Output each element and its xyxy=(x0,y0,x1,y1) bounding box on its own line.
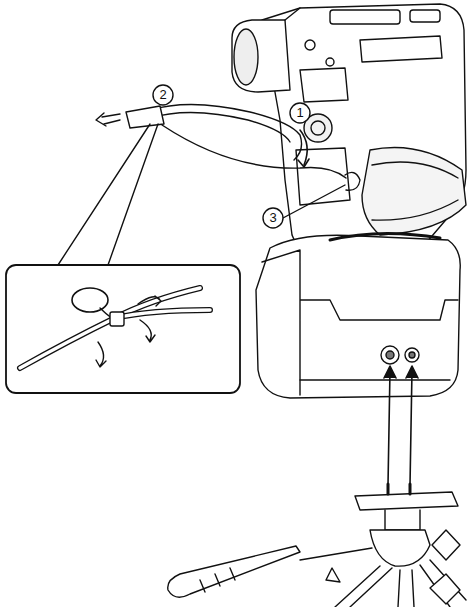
mount-arrows xyxy=(384,366,418,485)
callout-number: 1 xyxy=(290,103,310,123)
camcorder-top xyxy=(232,4,466,262)
callout-number: 3 xyxy=(263,208,283,228)
tripod xyxy=(168,484,466,607)
knot-inset xyxy=(6,265,240,393)
callout-number: 2 xyxy=(153,85,173,105)
inset-pointer xyxy=(58,124,158,265)
camcorder-side xyxy=(256,233,460,398)
callout-circles xyxy=(153,85,310,228)
leader-line xyxy=(283,185,345,218)
